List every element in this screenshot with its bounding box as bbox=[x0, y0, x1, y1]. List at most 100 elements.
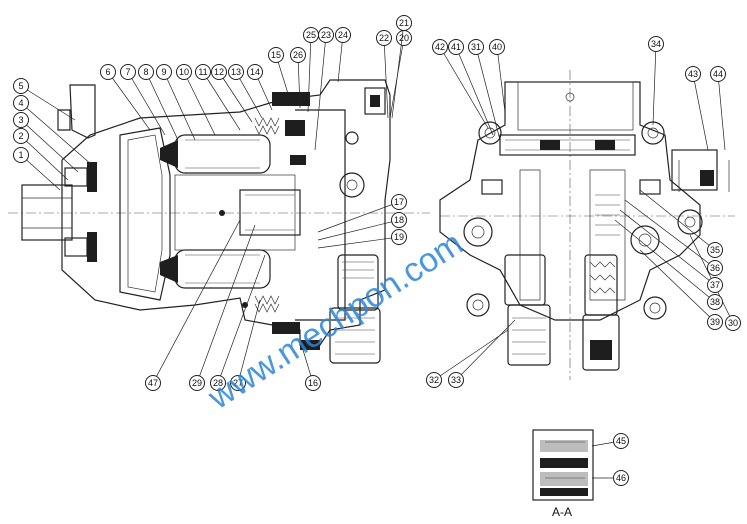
callout-number: 5 bbox=[18, 81, 23, 91]
callout-leader bbox=[20, 119, 79, 173]
callout-circle bbox=[230, 375, 246, 391]
callout-leader bbox=[614, 219, 716, 303]
callout-number: 34 bbox=[651, 39, 661, 49]
callout-circle bbox=[268, 47, 284, 63]
callout-number: 35 bbox=[710, 245, 720, 255]
callout-39: 39 bbox=[639, 249, 723, 330]
callout-number: 43 bbox=[688, 69, 698, 79]
callout-circle bbox=[195, 64, 211, 80]
callout-9: 9 bbox=[156, 64, 196, 141]
callout-number: 7 bbox=[125, 67, 130, 77]
callout-41: 41 bbox=[448, 39, 494, 136]
callout-number: 12 bbox=[214, 67, 224, 77]
callout-leader bbox=[496, 46, 506, 113]
callout-circle bbox=[448, 39, 464, 55]
callout-1: 1 bbox=[13, 147, 61, 191]
piston-upper bbox=[160, 134, 271, 174]
callout-circle bbox=[710, 66, 726, 82]
callout-number: 21 bbox=[399, 18, 409, 28]
callout-leader bbox=[317, 201, 400, 233]
callout-number: 8 bbox=[143, 67, 148, 77]
callout-leader bbox=[20, 154, 61, 191]
callout-leader bbox=[391, 22, 405, 119]
callout-46: 46 bbox=[592, 470, 629, 486]
callout-leader bbox=[237, 299, 261, 384]
callout-circle bbox=[13, 128, 29, 144]
callout-44: 44 bbox=[710, 66, 726, 151]
callout-number: 40 bbox=[492, 42, 502, 52]
callout-8: 8 bbox=[138, 64, 179, 141]
callout-number: 3 bbox=[18, 115, 23, 125]
callout-leader bbox=[652, 43, 657, 126]
callout-number: 28 bbox=[213, 378, 223, 388]
callout-leader bbox=[619, 209, 716, 286]
callout-number: 31 bbox=[471, 42, 481, 52]
callout-number: 45 bbox=[616, 436, 626, 446]
lower-valve-left bbox=[504, 254, 551, 366]
callout-circle bbox=[176, 64, 192, 80]
callout-circle bbox=[13, 112, 29, 128]
callout-circle bbox=[426, 372, 442, 388]
callout-circle bbox=[13, 147, 29, 163]
callout-number: 14 bbox=[250, 67, 260, 77]
callout-circle bbox=[391, 212, 407, 228]
callout-43: 43 bbox=[685, 66, 709, 151]
callout-leader bbox=[455, 319, 516, 381]
callout-circle bbox=[707, 277, 723, 293]
callout-number: 6 bbox=[105, 67, 110, 77]
callout-number: 47 bbox=[148, 378, 158, 388]
callout-circle bbox=[138, 64, 154, 80]
callout-leader bbox=[297, 54, 301, 109]
callout-number: 46 bbox=[616, 473, 626, 483]
callout-22: 22 bbox=[376, 30, 392, 119]
callout-number: 26 bbox=[293, 50, 303, 60]
callout-circle bbox=[707, 314, 723, 330]
callout-37: 37 bbox=[619, 209, 723, 293]
callout-number: 15 bbox=[271, 50, 281, 60]
callout-circle bbox=[391, 194, 407, 210]
callout-number: 41 bbox=[451, 42, 461, 52]
callout-circle bbox=[396, 15, 412, 31]
callout-leader bbox=[383, 37, 389, 119]
callout-circle bbox=[189, 375, 205, 391]
callout-circle bbox=[210, 375, 226, 391]
callout-29: 29 bbox=[189, 224, 256, 391]
right-end-view bbox=[439, 70, 735, 380]
callout-circle bbox=[707, 260, 723, 276]
callout-leader bbox=[433, 329, 509, 381]
callout-number: 4 bbox=[18, 98, 23, 108]
callout-leader bbox=[307, 34, 312, 113]
callout-circle bbox=[613, 433, 629, 449]
control-valve-left bbox=[329, 254, 381, 364]
callout-circle bbox=[707, 294, 723, 310]
callout-26: 26 bbox=[290, 47, 306, 109]
callout-10: 10 bbox=[176, 64, 216, 136]
callout-number: 24 bbox=[338, 30, 348, 40]
callout-leader bbox=[624, 199, 716, 269]
callout-leader bbox=[163, 71, 196, 141]
lower-valve-right bbox=[582, 254, 620, 371]
callout-number: 18 bbox=[394, 215, 404, 225]
callout-number: 22 bbox=[379, 33, 389, 43]
callout-leader bbox=[202, 71, 241, 131]
callout-4: 4 bbox=[13, 95, 93, 166]
callout-circle bbox=[100, 64, 116, 80]
callout-leader bbox=[20, 102, 93, 166]
callout-leader bbox=[639, 249, 716, 323]
callout-36: 36 bbox=[624, 199, 723, 276]
callout-circle bbox=[707, 242, 723, 258]
callout-leader bbox=[183, 71, 216, 136]
callout-40: 40 bbox=[489, 39, 506, 113]
callout-leader bbox=[145, 71, 179, 141]
callout-circle bbox=[145, 375, 161, 391]
callout-circle bbox=[376, 30, 392, 46]
callout-circle bbox=[448, 372, 464, 388]
callout-leader bbox=[439, 46, 489, 129]
callout-number: 16 bbox=[308, 378, 318, 388]
callout-32: 32 bbox=[426, 329, 509, 388]
callout-number: 38 bbox=[710, 297, 720, 307]
callout-19: 19 bbox=[317, 229, 407, 249]
callout-38: 38 bbox=[614, 219, 723, 310]
